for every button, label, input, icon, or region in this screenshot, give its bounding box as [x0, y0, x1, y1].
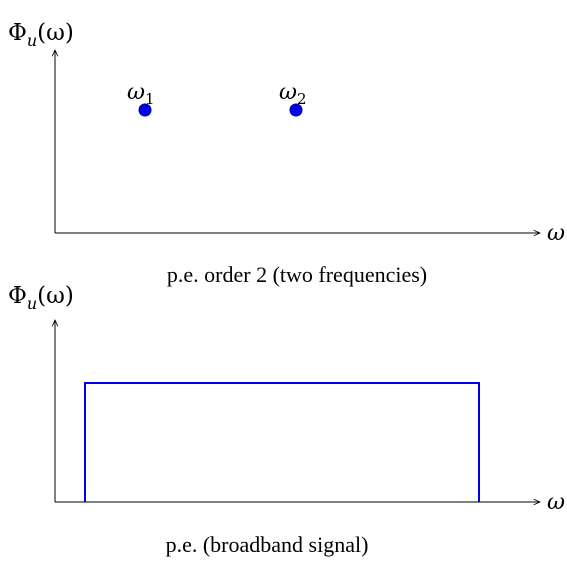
top-x-axis-label: ω [547, 221, 565, 246]
bottom-x-axis-label: ω [547, 490, 565, 515]
bottom-plot: Φu(ω) ω p.e. (broadband signal) [8, 283, 565, 557]
top-y-axis-label: Φu(ω) [8, 20, 74, 50]
frequency-point-1-label: ω1 [127, 80, 155, 108]
bottom-caption: p.e. (broadband signal) [166, 532, 369, 557]
broadband-spectrum [84, 382, 480, 502]
frequency-point-2 [289, 103, 303, 117]
top-plot: Φu(ω) ω ω1 ω2 p.e. order 2 (two frequenc… [8, 20, 565, 287]
bottom-y-axis-label: Φu(ω) [8, 283, 74, 313]
frequency-point-1 [138, 103, 152, 117]
frequency-point-2-label: ω2 [279, 80, 307, 108]
top-caption: p.e. order 2 (two frequencies) [167, 262, 427, 287]
